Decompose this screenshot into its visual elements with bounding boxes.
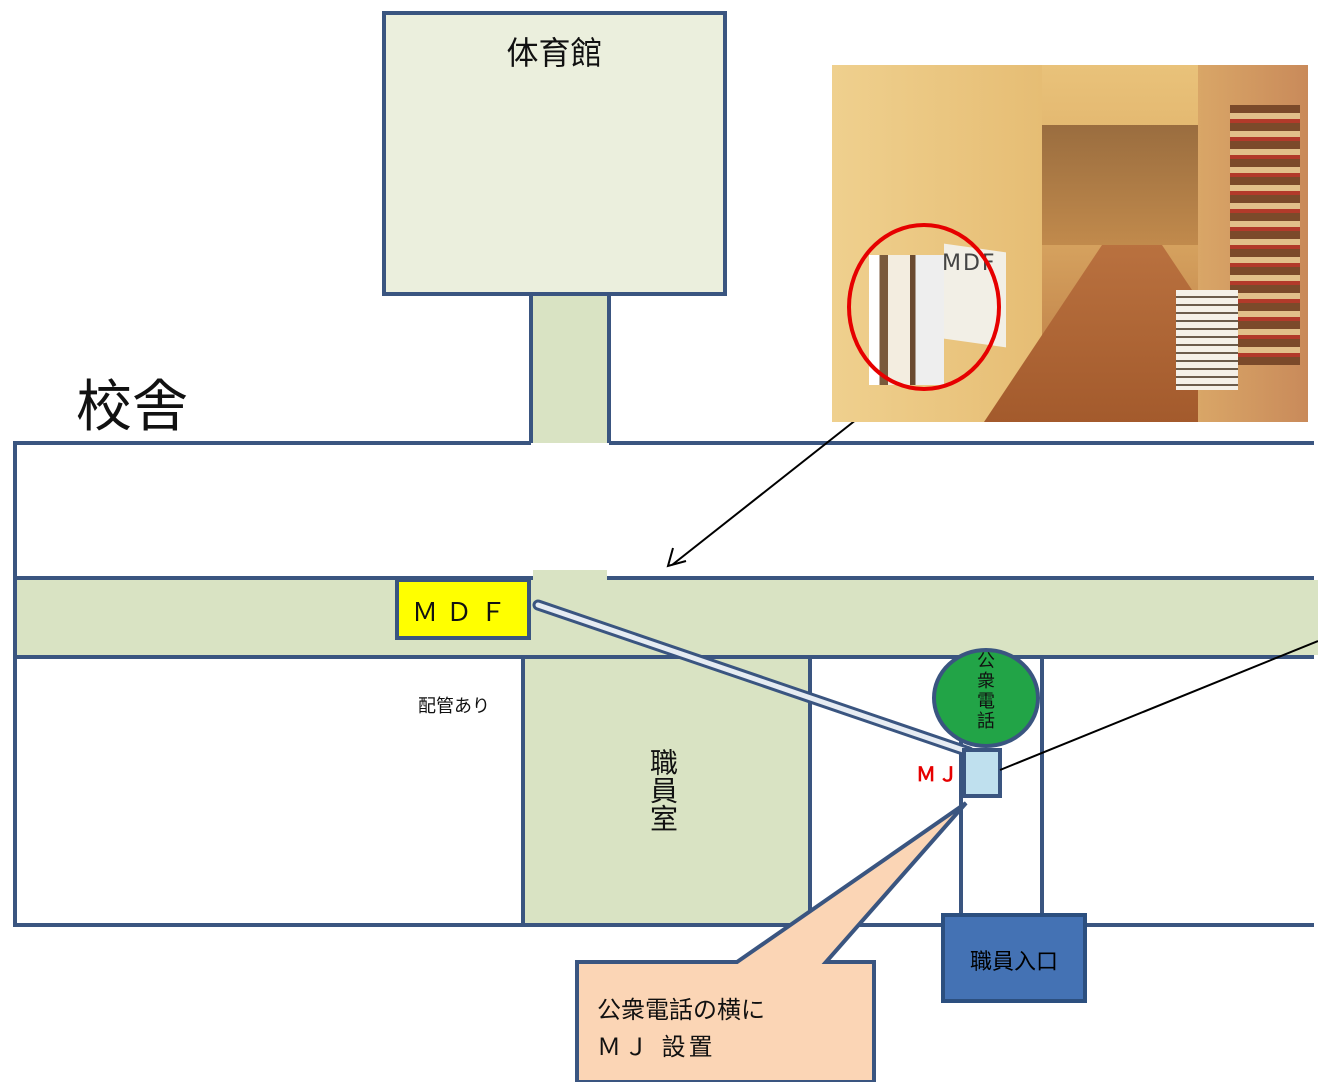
building-lower-left [13, 655, 525, 927]
staff-room-label: 職員室 [646, 748, 679, 832]
public-phone-marker [932, 648, 1040, 748]
corridor-photo: MDF [832, 65, 1308, 422]
staff-entrance-box [941, 913, 1087, 1003]
gym-building [382, 11, 727, 296]
photo-mdf-sign: MDF [942, 251, 997, 276]
gym-label: 体育館 [506, 34, 603, 72]
staff-room [521, 655, 812, 927]
mdf-box [395, 578, 531, 640]
mj-pointer-line [999, 640, 1318, 771]
piping-label: 配管あり [418, 696, 490, 717]
callout-line-1: 公衆電話の横に [597, 996, 765, 1024]
staff-entrance-label: 職員入口 [969, 950, 1058, 975]
building-upper-fill [17, 445, 1316, 576]
photo-arrow-head [666, 547, 687, 568]
mdf-label: ＭＤＦ [411, 598, 514, 628]
school-building-label: 校舎 [76, 375, 188, 440]
callout-bubble [575, 801, 968, 1082]
mj-label: ＭＪ [916, 762, 960, 786]
public-phone-label: 公衆電話 [974, 651, 995, 731]
mj-box [962, 748, 1002, 798]
callout-line-2: ＭＪ 設置 [597, 1033, 716, 1061]
